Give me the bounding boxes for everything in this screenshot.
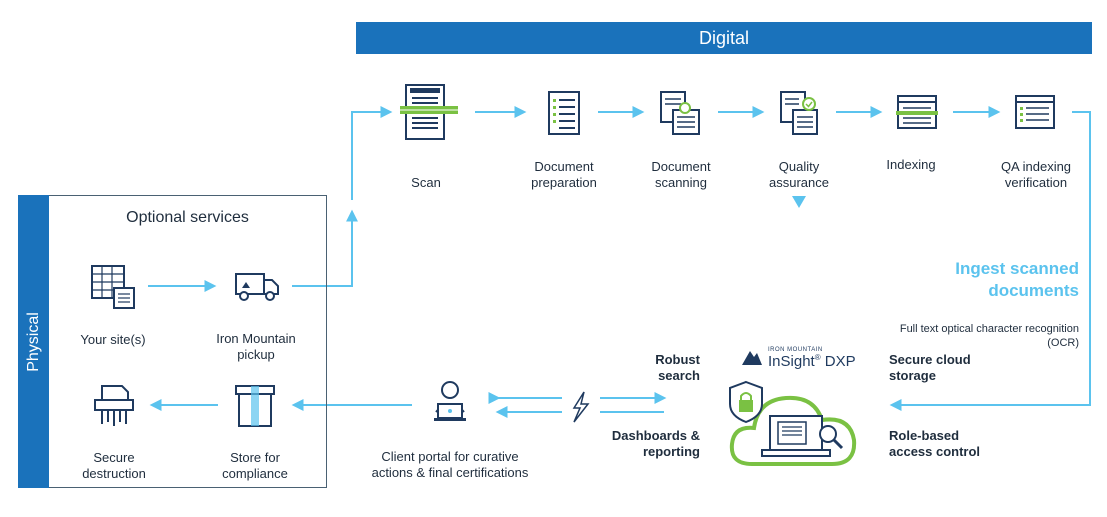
your-site-label: Your site(s) (80, 332, 146, 347)
digital-header: Digital (356, 22, 1092, 54)
physical-bar (18, 195, 49, 488)
brand-top: IRON MOUNTAIN (768, 347, 823, 353)
optional-services-title: Optional services (126, 209, 249, 226)
user-laptop-icon (434, 381, 466, 421)
arrow-up-to-scan (351, 106, 393, 200)
physical-label: Physical (24, 311, 42, 372)
store-label: Store for compliance (222, 450, 288, 481)
truck-icon (235, 273, 279, 301)
ocr-subtext: Full text optical character recognition … (899, 323, 1079, 349)
step-scan-label: Scan (411, 175, 441, 190)
arrow-down-to-platform (889, 111, 1091, 411)
shredder-icon (94, 385, 134, 426)
your-site-icon (91, 265, 135, 309)
destruction-label: Secure destruction (82, 450, 146, 481)
robust-search-label: Robust search (655, 352, 700, 383)
step-quality-assurance-label: Quality assurance (769, 159, 829, 190)
step-document-preparation-label: Document preparation (531, 159, 597, 190)
secure-cloud-label: Secure cloud storage (889, 352, 971, 383)
document-scanning-icon (660, 91, 700, 135)
brand-name-wrap: InSight® DXP (768, 353, 856, 370)
iron-mountain-logo-icon (742, 351, 762, 365)
dashboards-label: Dashboards & reporting (611, 428, 700, 459)
arrow-pickup-to-digital (292, 209, 358, 287)
step-indexing-label: Indexing (886, 157, 936, 172)
ingest-heading: Ingest scanned documents (955, 259, 1079, 300)
qa-down-triangle (792, 196, 806, 208)
document-preparation-icon (548, 91, 580, 135)
indexing-icon (896, 95, 938, 129)
lightning-icon (572, 391, 590, 423)
brand-suffix: DXP (824, 353, 856, 370)
step-document-scanning-label: Document scanning (651, 159, 711, 190)
qa-indexing-icon (1015, 95, 1055, 129)
scan-icon (400, 84, 458, 140)
box-icon (235, 385, 275, 427)
cloud-platform-icon (729, 380, 857, 466)
physical-label-wrap: Physical (18, 195, 49, 488)
step-qa-indexing-verification-label: QA indexing verification (1000, 159, 1072, 190)
pickup-label: Iron Mountain pickup (216, 331, 296, 362)
brand-name: InSight (768, 353, 815, 370)
quality-assurance-icon (780, 91, 818, 135)
client-portal-label: Client portal for curative actions & fin… (371, 449, 529, 480)
role-based-label: Role-based access control (889, 428, 981, 459)
